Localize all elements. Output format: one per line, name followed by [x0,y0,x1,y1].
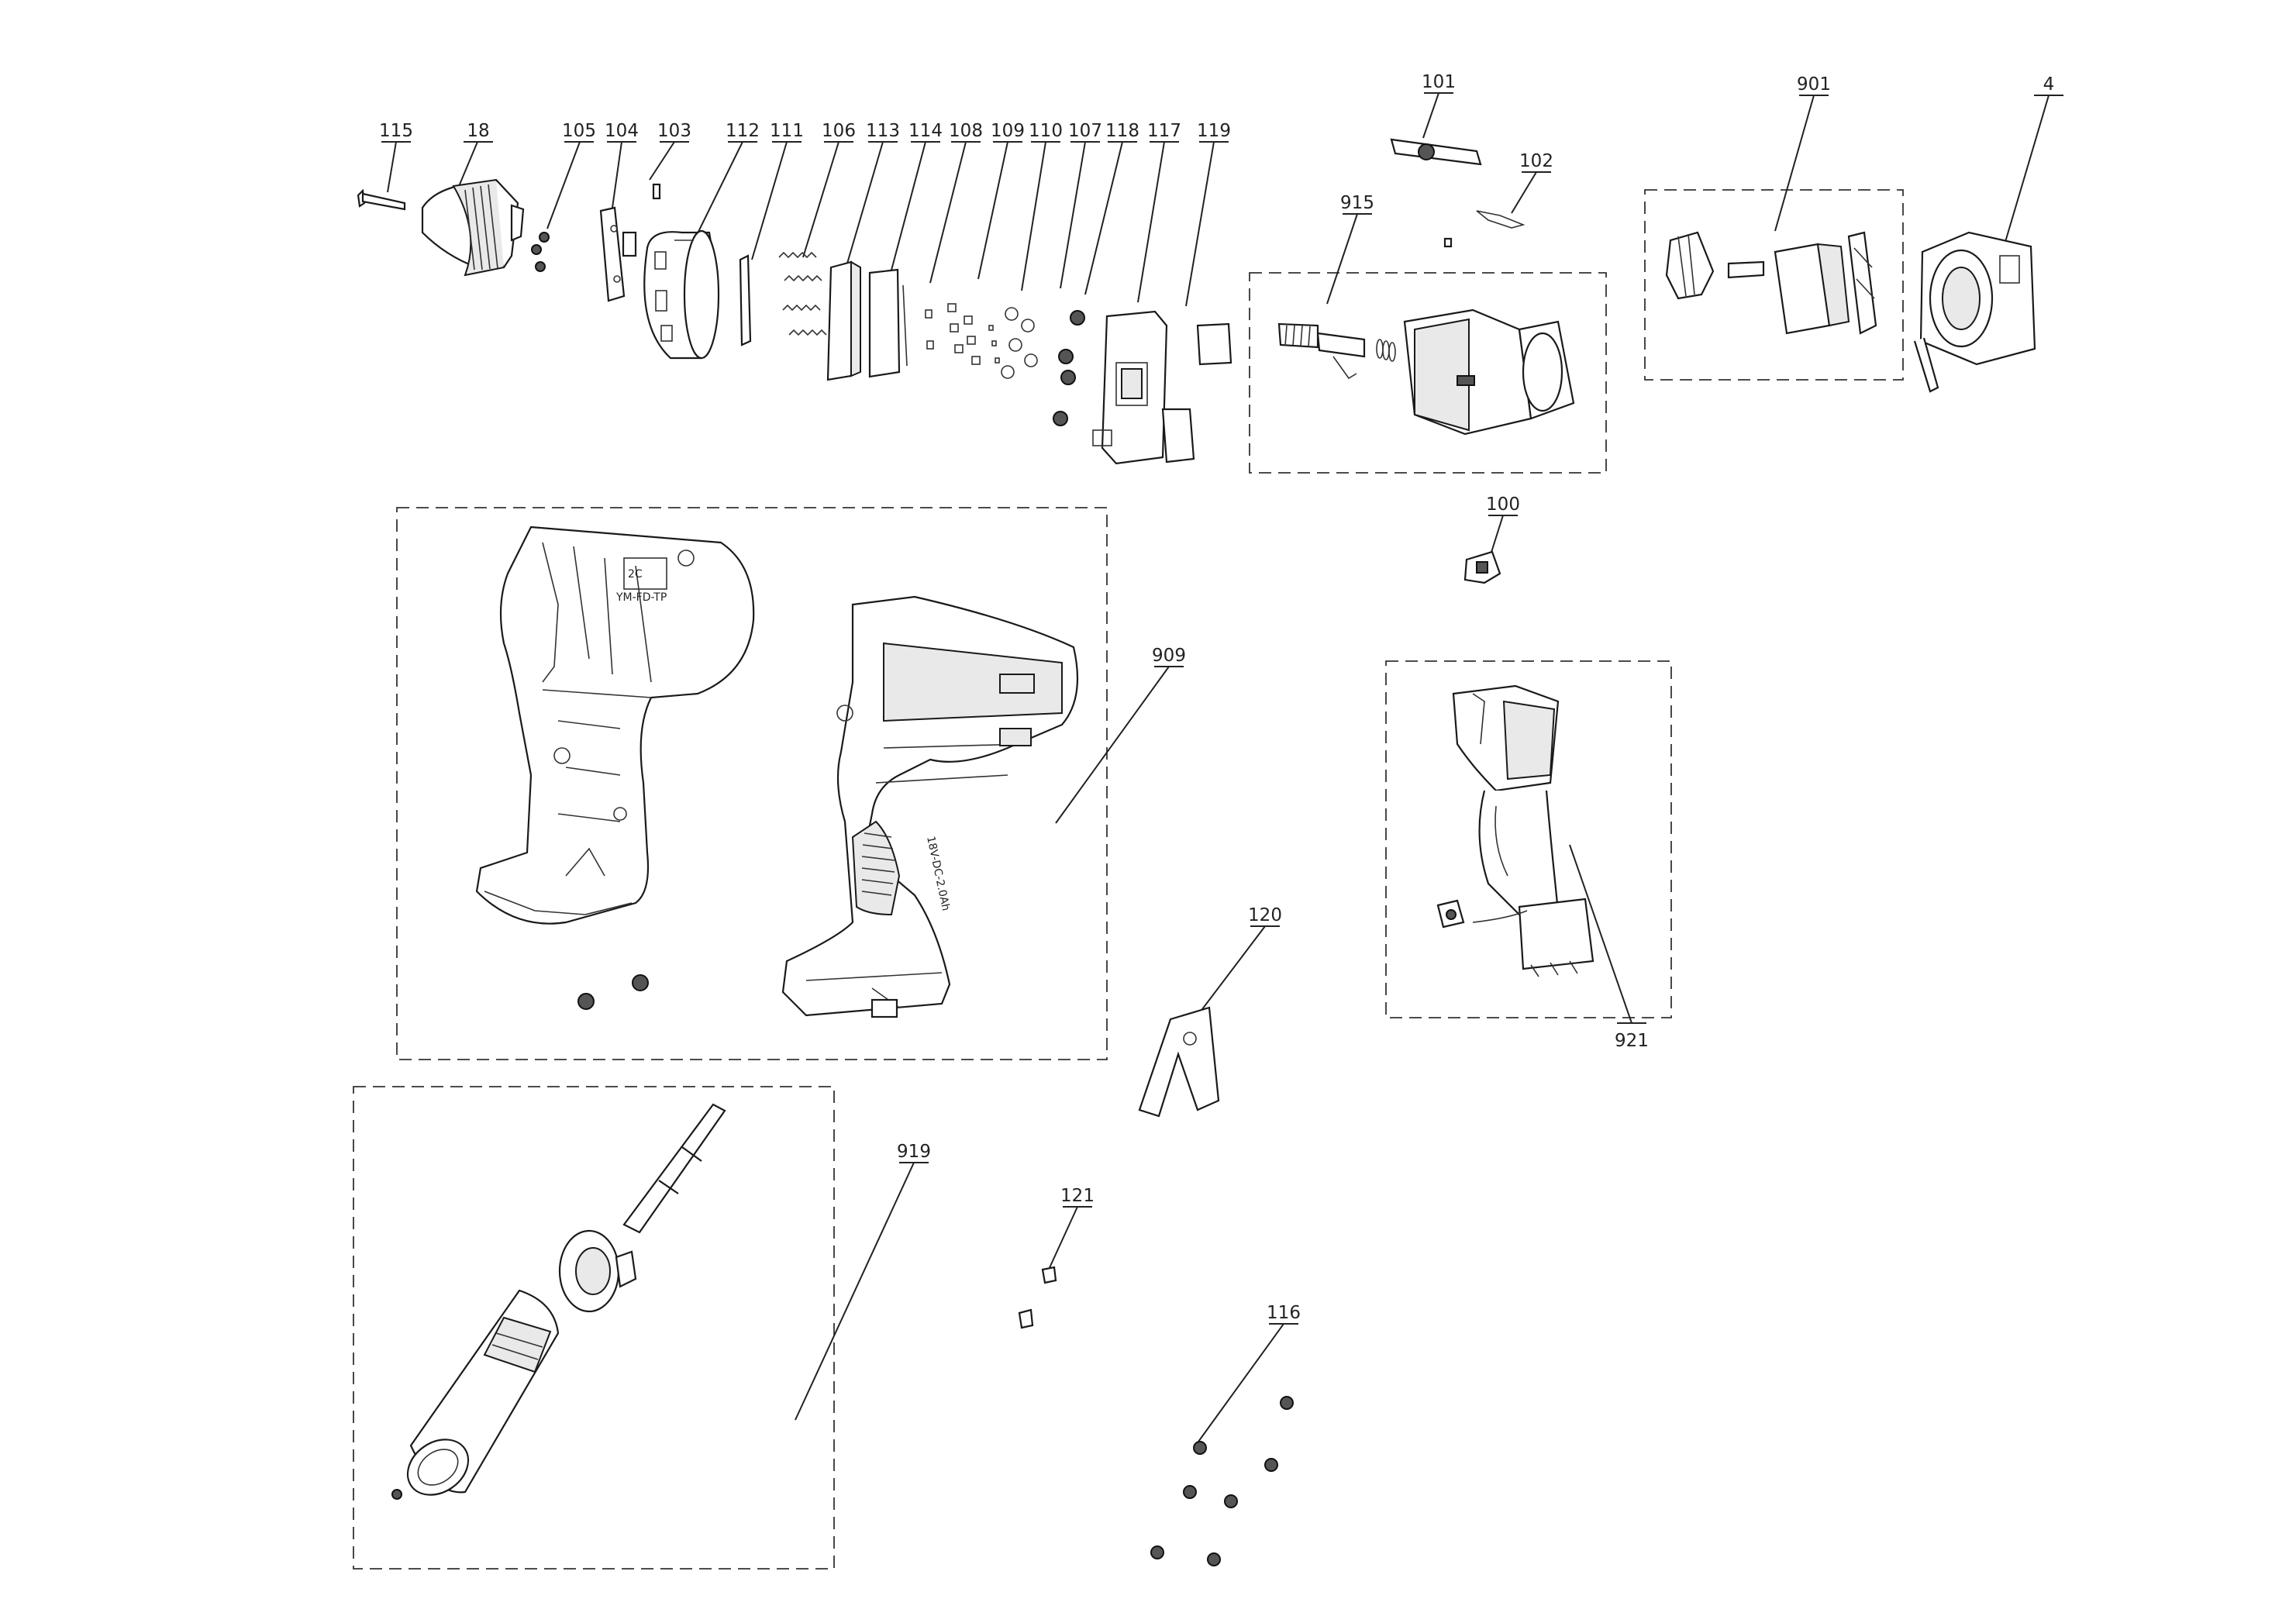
part-107-balls [1001,307,1038,379]
group-box-915 [1249,272,1607,474]
part-105-screws [531,232,550,272]
label-116: 116 [1267,1303,1301,1323]
part-921-trigger-switch-assembly [1436,684,1594,977]
part-915-pin [1443,237,1453,248]
part-117-insert [1161,408,1195,463]
label-103: 103 [657,121,691,141]
label-18: 18 [467,121,489,141]
part-101-direction-slider [1390,138,1482,166]
part-104-mount-plate [599,206,637,302]
part-102-spring [1476,210,1525,229]
part-115-screw [357,188,406,211]
part-120-belt-clip [1138,1006,1220,1118]
part-18-keyless-chuck [421,178,525,277]
label-118: 118 [1105,121,1139,141]
part-113-gear-block [826,260,861,381]
part-118-screws [1053,310,1085,426]
label-114: 114 [908,121,943,141]
housing-print-rating: 18V-DC-2.0Ah [924,836,952,912]
part-100-led-holder [1463,550,1501,584]
label-119: 119 [1197,121,1231,141]
group-box-921 [1385,660,1672,1018]
part-4-motor-stator [1913,231,2036,393]
label-117: 117 [1147,121,1181,141]
label-919: 919 [897,1142,931,1162]
label-104: 104 [605,121,639,141]
label-909: 909 [1152,646,1186,666]
housing-print-2c: 2C [628,568,643,581]
part-103-pin [652,183,661,200]
part-111-ring [739,254,752,346]
label-111: 111 [770,121,804,141]
housing-print-code: YM-FD-TP [615,591,667,604]
label-121: 121 [1060,1186,1095,1206]
leader-lines [381,92,2063,1442]
label-102: 102 [1519,151,1553,171]
part-112-clutch-ring [643,229,720,360]
part-106-springs [778,251,827,336]
group-box-919 [353,1086,835,1570]
label-113: 113 [866,121,900,141]
label-115: 115 [379,121,413,141]
label-921: 921 [1615,1031,1649,1051]
label-120: 120 [1248,905,1282,925]
label-106: 106 [822,121,856,141]
part-909-housing-right-half: 18V-DC-2.0Ah [781,595,1079,1018]
label-107: 107 [1068,121,1102,141]
part-108-109-110-small-parts [925,303,1000,365]
part-119-label-plate [1196,322,1232,366]
part-919-auxiliary-handle [391,1103,726,1500]
group-box-901 [1644,189,1904,381]
label-101: 101 [1422,72,1456,92]
label-108: 108 [949,121,983,141]
part-117-switch-cover [1092,310,1168,465]
label-915: 915 [1340,193,1374,213]
group-box-909 [396,507,1108,1060]
label-110: 110 [1029,121,1063,141]
part-116-screws [1150,1396,1294,1566]
label-901: 901 [1797,74,1831,95]
label-4: 4 [2043,74,2055,95]
part-114-plate [868,268,908,378]
part-909-housing-left-half: 2C YM-FD-TP [475,525,755,1010]
part-labels: 115 18 105 104 103 112 111 106 113 114 1… [379,72,2054,1323]
label-100: 100 [1486,494,1520,515]
label-105: 105 [562,121,596,141]
part-121-screws [1018,1266,1057,1329]
part-915-gearbox-assembly [1277,308,1575,436]
label-112: 112 [726,121,760,141]
part-901-rotor-assembly [1665,231,1877,335]
label-109: 109 [991,121,1025,141]
